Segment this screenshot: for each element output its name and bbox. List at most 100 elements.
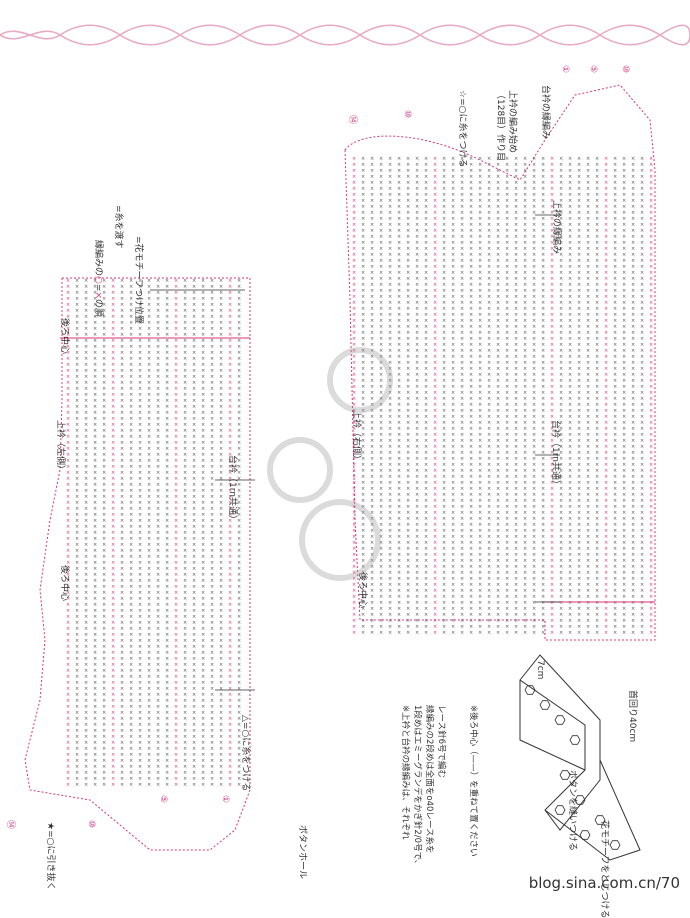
svg-text:×: × (129, 344, 133, 350)
svg-text:×: × (237, 572, 241, 578)
svg-text:×: × (631, 306, 635, 312)
svg-text:×: × (568, 372, 572, 378)
svg-text:×: × (433, 324, 437, 330)
svg-text:×: × (228, 428, 232, 434)
svg-text:×: × (201, 674, 205, 680)
svg-text:×: × (478, 294, 482, 300)
svg-text:×: × (102, 686, 106, 692)
svg-text:×: × (586, 306, 590, 312)
svg-text:×: × (75, 578, 79, 584)
svg-text:×: × (156, 722, 160, 728)
svg-text:×: × (210, 506, 214, 512)
svg-text:×: × (84, 314, 88, 320)
svg-text:×: × (631, 354, 635, 360)
svg-text:×: × (93, 476, 97, 482)
svg-text:×: × (406, 360, 410, 366)
svg-text:×: × (201, 380, 205, 386)
svg-text:×: × (75, 386, 79, 392)
svg-text:×: × (156, 284, 160, 290)
svg-text:×: × (192, 392, 196, 398)
svg-text:×: × (478, 186, 482, 192)
svg-text:×: × (129, 290, 133, 296)
svg-text:×: × (237, 314, 241, 320)
svg-text:×: × (210, 638, 214, 644)
svg-text:×: × (93, 692, 97, 698)
svg-text:×: × (604, 432, 608, 438)
svg-text:×: × (523, 276, 527, 282)
svg-text:×: × (649, 432, 653, 438)
svg-text:×: × (460, 330, 464, 336)
svg-text:×: × (460, 216, 464, 222)
svg-text:×: × (505, 294, 509, 300)
svg-text:×: × (237, 752, 241, 758)
svg-text:×: × (613, 360, 617, 366)
svg-text:×: × (156, 386, 160, 392)
svg-text:×: × (219, 782, 223, 788)
svg-text:×: × (478, 234, 482, 240)
svg-text:×: × (102, 386, 106, 392)
svg-text:×: × (649, 258, 653, 264)
svg-text:×: × (541, 312, 545, 318)
svg-text:×: × (84, 344, 88, 350)
svg-text:×: × (102, 404, 106, 410)
svg-text:×: × (649, 360, 653, 366)
svg-text:×: × (415, 168, 419, 174)
svg-text:×: × (424, 276, 428, 282)
svg-text:×: × (514, 318, 518, 324)
svg-text:×: × (406, 588, 410, 594)
svg-text:×: × (192, 662, 196, 668)
svg-text:×: × (66, 638, 70, 644)
svg-text:×: × (174, 524, 178, 530)
svg-text:×: × (487, 246, 491, 252)
svg-text:×: × (165, 308, 169, 314)
svg-text:×: × (102, 734, 106, 740)
svg-text:×: × (129, 362, 133, 368)
svg-text:×: × (505, 546, 509, 552)
svg-text:×: × (210, 644, 214, 650)
svg-text:×: × (523, 402, 527, 408)
svg-text:×: × (361, 216, 365, 222)
svg-text:×: × (478, 228, 482, 234)
note-3: 縁編みの2段めは全面をo40レース糸を (424, 705, 434, 854)
svg-text:×: × (210, 320, 214, 326)
svg-text:×: × (361, 258, 365, 264)
svg-text:×: × (75, 476, 79, 482)
svg-text:×: × (577, 228, 581, 234)
svg-text:×: × (433, 330, 437, 336)
svg-text:×: × (120, 410, 124, 416)
svg-text:×: × (183, 662, 187, 668)
svg-text:×: × (622, 510, 626, 516)
svg-text:×: × (541, 348, 545, 354)
svg-text:×: × (541, 486, 545, 492)
svg-text:×: × (111, 638, 115, 644)
svg-text:×: × (613, 168, 617, 174)
svg-text:×: × (174, 290, 178, 296)
svg-text:×: × (237, 476, 241, 482)
svg-text:×: × (478, 600, 482, 606)
svg-text:×: × (156, 488, 160, 494)
svg-text:×: × (84, 500, 88, 506)
svg-text:×: × (568, 462, 572, 468)
svg-text:×: × (183, 296, 187, 302)
svg-text:×: × (361, 318, 365, 324)
svg-text:×: × (111, 488, 115, 494)
svg-text:×: × (514, 384, 518, 390)
svg-text:×: × (514, 576, 518, 582)
marker-1b: ① (560, 65, 570, 74)
svg-text:×: × (478, 324, 482, 330)
svg-text:×: × (460, 630, 464, 636)
svg-text:×: × (174, 602, 178, 608)
svg-text:×: × (649, 612, 653, 618)
svg-text:×: × (370, 204, 374, 210)
svg-text:×: × (183, 500, 187, 506)
svg-text:×: × (120, 722, 124, 728)
svg-text:×: × (649, 498, 653, 504)
svg-text:×: × (129, 350, 133, 356)
svg-text:×: × (649, 354, 653, 360)
svg-text:×: × (370, 456, 374, 462)
svg-text:×: × (406, 282, 410, 288)
svg-text:×: × (361, 510, 365, 516)
svg-text:×: × (138, 302, 142, 308)
svg-text:×: × (406, 462, 410, 468)
svg-text:×: × (451, 246, 455, 252)
